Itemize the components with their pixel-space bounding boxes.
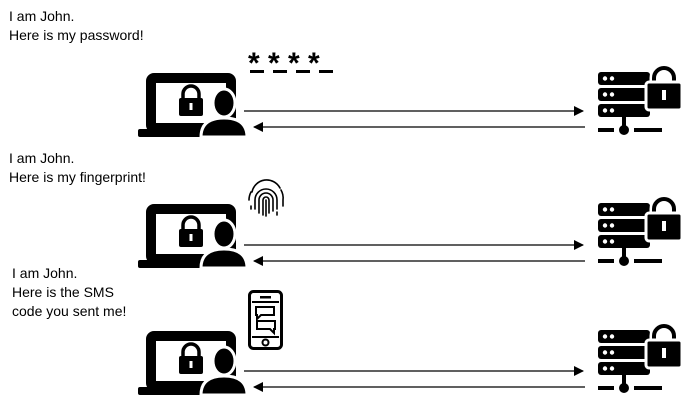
smartphone-message-icon — [248, 290, 283, 350]
caption-fingerprint: I am John. Here is my fingerprint! — [9, 149, 146, 187]
row-password: * * * * — [138, 47, 682, 137]
caption-line: I am John. — [9, 8, 75, 24]
caption-line: code you sent me! — [12, 303, 127, 319]
caption-line: Here is my password! — [9, 27, 144, 43]
laptop-lock-user-icon — [138, 209, 247, 268]
laptop-lock-user-icon — [138, 78, 247, 137]
server-lock-icon — [598, 68, 682, 135]
laptop-lock-user-icon — [138, 336, 247, 395]
caption-line: Here is my fingerprint! — [9, 169, 146, 185]
caption-password: I am John. Here is my password! — [9, 7, 144, 45]
row-sms — [138, 290, 682, 396]
row-fingerprint — [138, 179, 682, 268]
server-lock-icon — [598, 199, 682, 266]
caption-line: I am John. — [9, 150, 75, 166]
caption-line: I am John. — [12, 265, 78, 281]
fingerprint-icon — [248, 179, 284, 217]
password-asterisks-icon: * * * * — [248, 47, 333, 80]
caption-line: Here is the SMS — [12, 284, 114, 300]
server-lock-icon — [598, 326, 682, 393]
caption-sms: I am John. Here is the SMS code you sent… — [12, 264, 126, 321]
password-mask: * * * * — [248, 47, 320, 80]
